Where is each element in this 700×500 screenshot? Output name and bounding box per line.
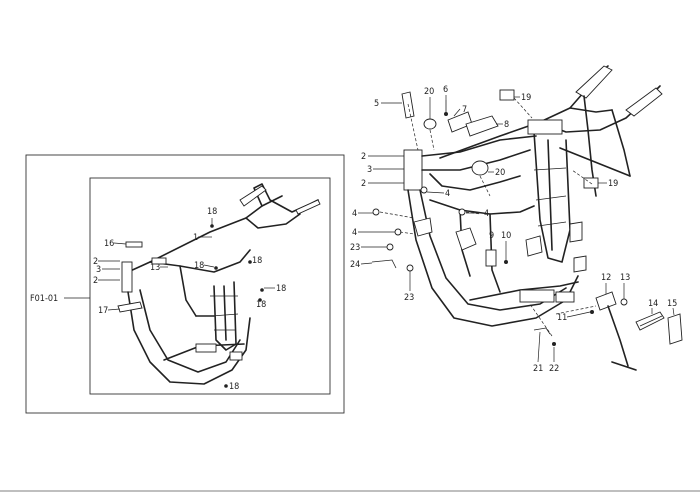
callout-2-lower: 2 <box>361 179 366 189</box>
inset-code-label: F01-01 <box>30 294 58 304</box>
callout-4-head: 4 <box>445 189 450 199</box>
inset-callout-18-mid: 18 <box>194 261 204 271</box>
inset-callout-16: 16 <box>104 239 114 249</box>
callout-23-bottom: 23 <box>404 293 414 303</box>
inset-callout-18-top: 18 <box>207 207 217 217</box>
callout-5: 5 <box>374 99 379 109</box>
callout-24: 24 <box>350 260 360 270</box>
callout-13: 13 <box>620 273 630 283</box>
inset-frame-drawing <box>117 183 321 388</box>
callout-4-mid: 4 <box>484 209 489 219</box>
inset-callout-18-right-upper: 18 <box>252 256 262 266</box>
callout-14: 14 <box>648 299 658 309</box>
inset-panel: F01-01 <box>25 154 345 414</box>
callout-8: 8 <box>504 120 509 130</box>
inset-callout-2-lower: 2 <box>93 276 98 286</box>
inset-callout-18-right: 18 <box>276 284 286 294</box>
callout-7: 7 <box>462 105 467 115</box>
callout-4-lower: 4 <box>352 228 357 238</box>
callout-12: 12 <box>601 273 611 283</box>
callout-20-top: 20 <box>424 87 434 97</box>
inset-callout-1: 1 <box>193 233 198 243</box>
callout-19-top: 19 <box>521 93 531 103</box>
inset-callouts: 18 16 1 2 3 2 13 18 18 18 18 17 18 <box>93 207 286 392</box>
callout-2-upper: 2 <box>361 152 366 162</box>
main-callouts: 5 20 6 7 8 19 2 3 2 20 19 4 4 <box>350 85 677 374</box>
inset-callout-3: 3 <box>96 265 101 275</box>
callout-10: 10 <box>501 231 511 241</box>
callout-19-right: 19 <box>608 179 618 189</box>
inset-inner-border <box>89 177 331 395</box>
inset-outer-border <box>25 154 345 414</box>
inset-callout-18-bottom: 18 <box>229 382 239 392</box>
callout-6: 6 <box>443 85 448 95</box>
inset-callout-17: 17 <box>98 306 108 316</box>
callout-3: 3 <box>367 165 372 175</box>
callout-9: 9 <box>489 231 494 241</box>
main-exploded-parts <box>371 89 683 371</box>
inset-callout-18-lower: 18 <box>256 300 266 310</box>
callout-4-left: 4 <box>352 209 357 219</box>
main-frame-drawing <box>403 65 663 327</box>
callout-15: 15 <box>667 299 677 309</box>
callout-22: 22 <box>549 364 559 374</box>
callout-11: 11 <box>557 313 567 323</box>
inset-callout-2-upper: 2 <box>93 257 98 267</box>
callout-23-left: 23 <box>350 243 360 253</box>
callout-21: 21 <box>533 364 543 374</box>
inset-callout-13: 13 <box>150 263 160 273</box>
callout-20-mid: 20 <box>495 168 505 178</box>
